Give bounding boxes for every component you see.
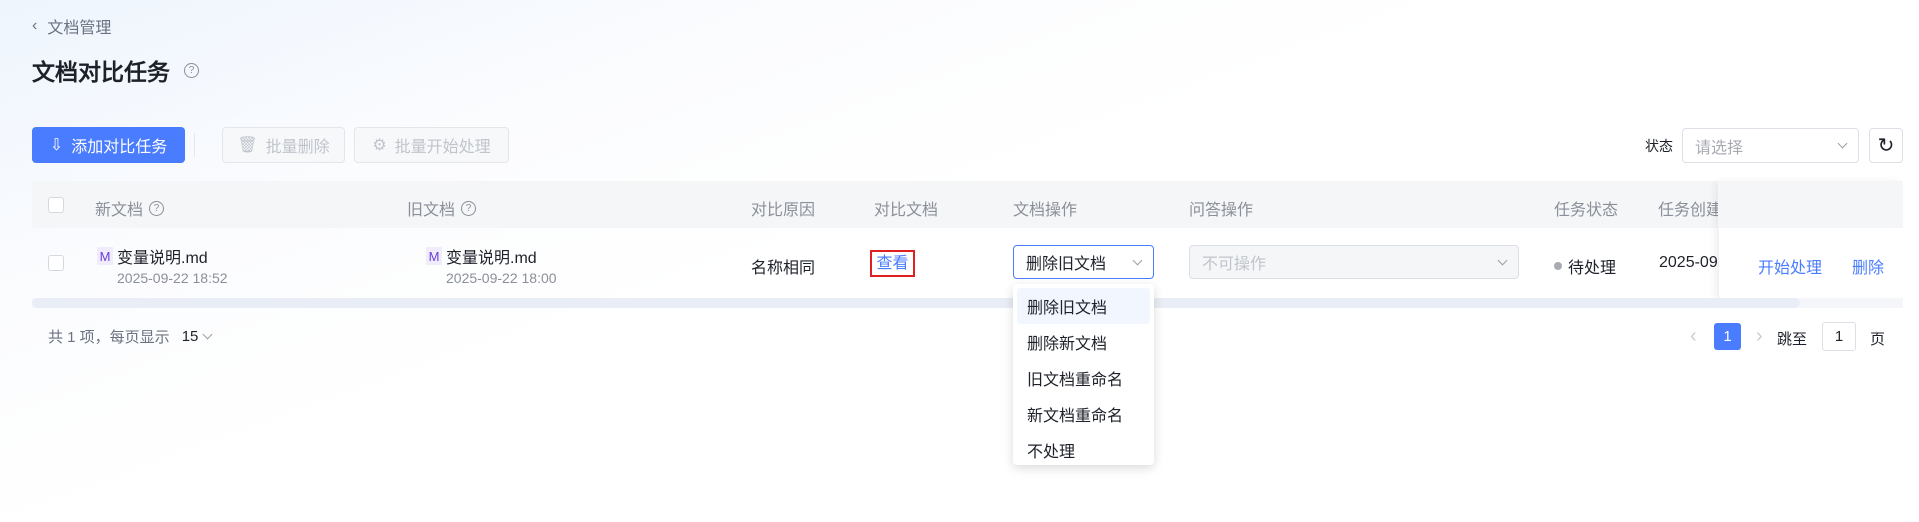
- trash-icon: 🗑: [237, 137, 258, 154]
- task-status-text: 待处理: [1568, 260, 1617, 277]
- refresh-button[interactable]: ↻: [1869, 128, 1903, 163]
- help-icon[interactable]: ?: [461, 200, 477, 216]
- select-all-checkbox[interactable]: [48, 197, 64, 213]
- horizontal-scrollbar[interactable]: [32, 298, 1800, 308]
- option-delete-new[interactable]: 删除新文档: [1027, 336, 1108, 353]
- markdown-icon: M: [97, 247, 113, 265]
- page-size-value: 15: [181, 328, 199, 345]
- new-doc-name-text: 变量说明.md: [117, 250, 208, 267]
- gear-icon: ⚙: [372, 137, 387, 154]
- reason-cell: 名称相同: [751, 260, 816, 277]
- chevron-down-icon: [1132, 255, 1143, 265]
- chevron-left-icon: ‹: [32, 17, 38, 34]
- old-doc-date: 2025-09-22 18:00: [446, 270, 557, 286]
- page-suffix: 页: [1870, 331, 1886, 348]
- batch-delete-button[interactable]: 🗑 批量删除: [222, 127, 345, 163]
- chevron-down-icon: [202, 329, 213, 340]
- prev-page-button[interactable]: ‹: [1690, 325, 1697, 347]
- divider: [194, 133, 195, 157]
- markdown-icon: M: [426, 247, 442, 265]
- jump-label: 跳至: [1777, 331, 1808, 348]
- option-rename-new[interactable]: 新文档重命名: [1027, 408, 1124, 425]
- breadcrumb-back[interactable]: ‹ 文档管理: [32, 14, 111, 38]
- doc-action-select[interactable]: 删除旧文档: [1013, 245, 1154, 279]
- batch-delete-label: 批量删除: [265, 139, 330, 156]
- option-delete-old[interactable]: 删除旧文档: [1017, 288, 1150, 324]
- col-old-doc: 旧文档?: [407, 196, 477, 220]
- doc-action-value: 删除旧文档: [1026, 256, 1107, 273]
- batch-start-label: 批量开始处理: [394, 139, 491, 156]
- page-title: 文档对比任务?: [32, 53, 199, 87]
- batch-start-button[interactable]: ⚙ 批量开始处理: [354, 127, 509, 163]
- chevron-down-icon: [1497, 255, 1508, 265]
- option-no-action[interactable]: 不处理: [1027, 444, 1076, 461]
- total-text: 共 1 项，每页显示: [48, 329, 170, 346]
- row-checkbox[interactable]: [48, 255, 64, 271]
- status-dot-icon: [1554, 262, 1562, 270]
- help-icon[interactable]: ?: [149, 200, 165, 216]
- page-1-button[interactable]: 1: [1714, 323, 1741, 350]
- col-doc-action: 文档操作: [1013, 202, 1078, 219]
- breadcrumb-label: 文档管理: [47, 20, 112, 37]
- col-created: 任务创建: [1658, 202, 1718, 219]
- fixed-action-header: [1718, 181, 1903, 228]
- page-title-text: 文档对比任务: [32, 59, 170, 85]
- col-old-doc-label: 旧文档: [407, 202, 456, 219]
- table-row: [32, 228, 1903, 298]
- old-doc-name-text: 变量说明.md: [446, 250, 537, 267]
- qa-action-value: 不可操作: [1202, 256, 1267, 273]
- col-task-status: 任务状态: [1554, 202, 1619, 219]
- delete-link[interactable]: 删除: [1852, 260, 1885, 277]
- view-compare-link[interactable]: 查看: [870, 250, 915, 277]
- add-task-button[interactable]: ⇩ 添加对比任务: [32, 127, 185, 163]
- option-rename-old[interactable]: 旧文档重命名: [1027, 372, 1124, 389]
- status-filter-label: 状态: [1645, 138, 1673, 154]
- status-filter-placeholder: 请选择: [1695, 139, 1744, 157]
- page-size-select[interactable]: 15: [181, 328, 213, 345]
- import-icon: ⇩: [49, 137, 64, 154]
- chevron-down-icon: [1837, 138, 1848, 149]
- start-process-link[interactable]: 开始处理: [1758, 260, 1823, 277]
- qa-action-select[interactable]: 不可操作: [1189, 245, 1519, 279]
- created-cell: 2025-09: [1659, 254, 1718, 271]
- help-icon[interactable]: ?: [184, 62, 199, 78]
- add-task-label: 添加对比任务: [71, 139, 168, 156]
- table-header: [32, 181, 1903, 228]
- col-qa-action: 问答操作: [1189, 202, 1254, 219]
- jump-page-input[interactable]: 1: [1822, 322, 1856, 351]
- col-reason: 对比原因: [751, 202, 816, 219]
- next-page-button[interactable]: ›: [1756, 325, 1763, 347]
- doc-action-dropdown: 删除旧文档 删除新文档 旧文档重命名 新文档重命名 不处理: [1013, 284, 1154, 465]
- task-status: 待处理: [1554, 254, 1616, 278]
- pagination-summary: 共 1 项，每页显示 15: [48, 326, 213, 347]
- status-filter-select[interactable]: 请选择: [1682, 128, 1859, 163]
- col-compare-doc: 对比文档: [874, 202, 939, 219]
- refresh-icon: ↻: [1877, 135, 1895, 157]
- col-new-doc: 新文档?: [95, 196, 165, 220]
- new-doc-date: 2025-09-22 18:52: [117, 270, 228, 286]
- col-new-doc-label: 新文档: [95, 202, 144, 219]
